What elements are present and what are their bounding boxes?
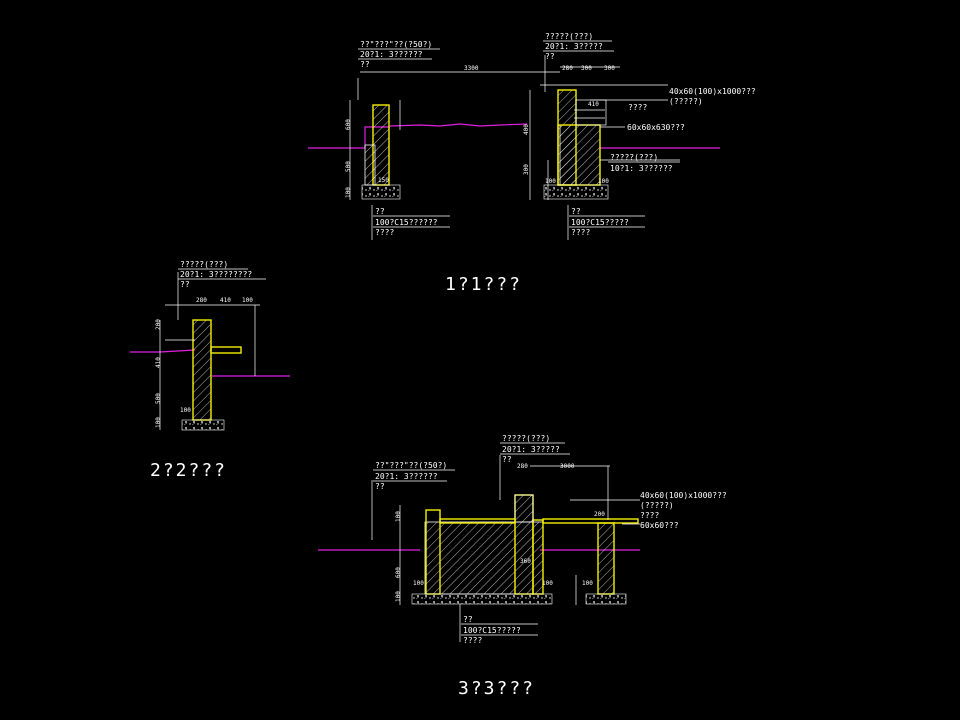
- note-line: 20?1: 3??????: [360, 50, 423, 59]
- note-line: ????: [375, 228, 394, 237]
- section2-title: 2?2???: [150, 460, 227, 481]
- dim-label: 280: [562, 65, 573, 72]
- note-line: ????: [463, 636, 482, 645]
- note-line: 20?1: 3?????: [545, 42, 603, 51]
- note-line: 20?1: 3??????: [375, 472, 438, 481]
- dim-label: 200: [594, 511, 605, 518]
- note-line: 60x60???: [640, 521, 679, 530]
- note-line: ??"???"??(?50?): [360, 40, 432, 49]
- section2-wall: [192, 319, 212, 421]
- note-line: ?????(???): [545, 32, 593, 41]
- dim-label: 280: [196, 297, 207, 304]
- note-line: ??: [360, 60, 370, 69]
- dim-label: 100: [242, 297, 253, 304]
- section1-left-footing: [361, 184, 401, 200]
- note-line: ??: [502, 455, 512, 464]
- section-1-drawing: [308, 55, 720, 240]
- dim-label: 100: [155, 417, 162, 428]
- note-line: 20?1: 3????????: [180, 270, 252, 279]
- note-line: ????: [640, 511, 659, 520]
- section-3-notes: ??"???"??(?50?) 20?1: 3?????? ?? ?????(?…: [373, 434, 727, 645]
- dim-label: 100: [180, 407, 191, 414]
- section2-footing: [181, 419, 225, 431]
- section3-paving: [439, 518, 516, 524]
- section-1-notes: ??"???"??(?50?) 20?1: 3?????? ?? ?????(?…: [358, 32, 756, 237]
- section3-title: 3?3???: [458, 678, 535, 699]
- note-line: (?????): [640, 501, 674, 510]
- note-line: ??: [180, 280, 190, 289]
- note-line: ??: [463, 615, 473, 624]
- dim-label: 100: [542, 580, 553, 587]
- note-line: ?????(???): [180, 260, 228, 269]
- dim-label: 600: [345, 119, 352, 130]
- dim-label: 500: [155, 393, 162, 404]
- dim-label: 200: [155, 319, 162, 330]
- dim-label: 300: [604, 65, 615, 72]
- note-line: ??"???"??(?50?): [375, 461, 447, 470]
- section1-right-footing: [543, 184, 609, 200]
- dim-label: 600: [395, 567, 402, 578]
- note-line: (?????): [669, 97, 703, 106]
- note-line: 40x60(100)x1000???: [669, 87, 756, 96]
- dim-label: 410: [588, 101, 599, 108]
- note-line: ????: [628, 103, 647, 112]
- note-line: 60x60x630???: [627, 123, 685, 132]
- dim-label: 400: [523, 124, 530, 135]
- note-line: ??: [545, 52, 555, 61]
- dim-label: 300: [523, 164, 530, 175]
- dim-label: 100: [395, 511, 402, 522]
- dim-label: 500: [345, 161, 352, 172]
- dim-label: 100: [598, 178, 609, 185]
- dim-label: 100: [545, 178, 556, 185]
- note-line: ????: [571, 228, 590, 237]
- section3-right-post: [597, 522, 615, 595]
- dim-label: 100: [345, 187, 352, 198]
- note-line: ??: [571, 207, 581, 216]
- note-line: ??: [375, 482, 385, 491]
- note-line: 20?1: 3?????: [502, 445, 560, 454]
- dim-label: 100: [582, 580, 593, 587]
- dim-label: 3300: [464, 65, 479, 72]
- dim-label: 150: [378, 177, 389, 184]
- section1-title: 1?1???: [445, 274, 522, 295]
- dim-label: 100: [413, 580, 424, 587]
- note-line: 100?C15??????: [375, 218, 438, 227]
- section3-footing: [411, 593, 553, 605]
- dim-label: 280: [517, 463, 528, 470]
- dim-label: 360: [520, 558, 531, 565]
- section-1-dimensions: 3300 280 300 300 600 400 500 300 100 150…: [345, 65, 615, 198]
- note-line: ?????(???): [502, 434, 550, 443]
- section-2-drawing: [130, 272, 290, 431]
- note-line: 10?1: 3??????: [610, 164, 673, 173]
- section-3-drawing: [318, 455, 640, 642]
- dim-label: 410: [155, 357, 162, 368]
- note-line: 100?C15?????: [463, 626, 521, 635]
- dim-label: 3000: [560, 463, 575, 470]
- note-line: 100?C15?????: [571, 218, 629, 227]
- dim-label: 300: [581, 65, 592, 72]
- section3-planter-body: [424, 521, 544, 595]
- note-line: ??: [375, 207, 385, 216]
- dim-label: 100: [395, 591, 402, 602]
- note-line: 40x60(100)x1000???: [640, 491, 727, 500]
- note-line: ?????(???): [610, 153, 658, 162]
- dim-label: 410: [220, 297, 231, 304]
- section-2-notes: ?????(???) 20?1: 3???????? ?? 280 410 10…: [155, 260, 266, 428]
